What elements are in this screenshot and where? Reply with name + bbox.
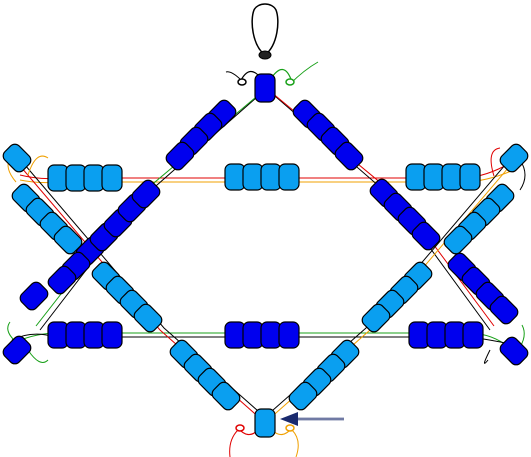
wire-thread	[7, 321, 15, 341]
wire-thread	[484, 349, 491, 364]
dark-bead	[2, 335, 32, 365]
light-bead	[499, 143, 529, 173]
light-bead	[133, 303, 163, 333]
wire-thread	[267, 89, 491, 331]
light-bead	[53, 225, 83, 255]
dark-bead	[411, 221, 441, 251]
light-bead	[211, 381, 241, 411]
dark-bead	[224, 321, 246, 349]
diagram-extras	[235, 3, 344, 432]
light-bead	[2, 143, 32, 173]
wire-thread	[39, 89, 266, 331]
dark-bead	[47, 321, 69, 349]
light-bead	[278, 163, 300, 191]
dark-bead	[101, 321, 123, 349]
light-bead	[254, 408, 276, 438]
light-bead	[65, 164, 87, 192]
light-bead	[47, 164, 69, 192]
light-bead	[101, 164, 123, 192]
dark-bead	[499, 336, 529, 366]
light-bead	[443, 225, 473, 255]
loop-knot	[258, 50, 272, 60]
light-bead	[361, 303, 391, 333]
dark-bead	[334, 141, 364, 171]
dark-bead	[47, 265, 77, 295]
dark-bead	[408, 321, 430, 349]
dark-bead	[242, 321, 264, 349]
wire-thread	[270, 91, 495, 327]
dark-bead	[278, 321, 300, 349]
dark-bead	[489, 295, 519, 325]
dark-bead	[254, 73, 276, 103]
light-bead	[260, 163, 282, 191]
wire-thread	[27, 349, 49, 363]
light-bead	[441, 163, 463, 191]
dark-bead	[165, 141, 195, 171]
light-bead	[405, 163, 427, 191]
dark-bead	[131, 179, 161, 209]
dark-bead	[260, 321, 282, 349]
hanging-loop-icon	[251, 3, 279, 56]
wire-thread	[27, 155, 49, 176]
light-bead	[423, 163, 445, 191]
start-arrow-icon	[280, 412, 298, 426]
dark-bead	[426, 321, 448, 349]
crimp-black	[237, 78, 247, 86]
dark-bead	[65, 321, 87, 349]
dark-bead	[444, 321, 466, 349]
wire-thread	[229, 429, 239, 457]
light-bead	[224, 163, 246, 191]
dark-bead	[83, 321, 105, 349]
crimp-orange	[285, 424, 295, 432]
dark-bead	[19, 281, 49, 311]
light-bead	[459, 163, 481, 191]
light-bead	[288, 381, 318, 411]
dark-bead	[462, 321, 484, 349]
wire-thread	[291, 429, 299, 457]
bead-strands	[2, 73, 529, 438]
light-bead	[83, 164, 105, 192]
wire-thread	[490, 147, 501, 177]
crimp-green	[285, 78, 295, 86]
light-bead	[242, 163, 264, 191]
crimp-red	[235, 424, 245, 432]
